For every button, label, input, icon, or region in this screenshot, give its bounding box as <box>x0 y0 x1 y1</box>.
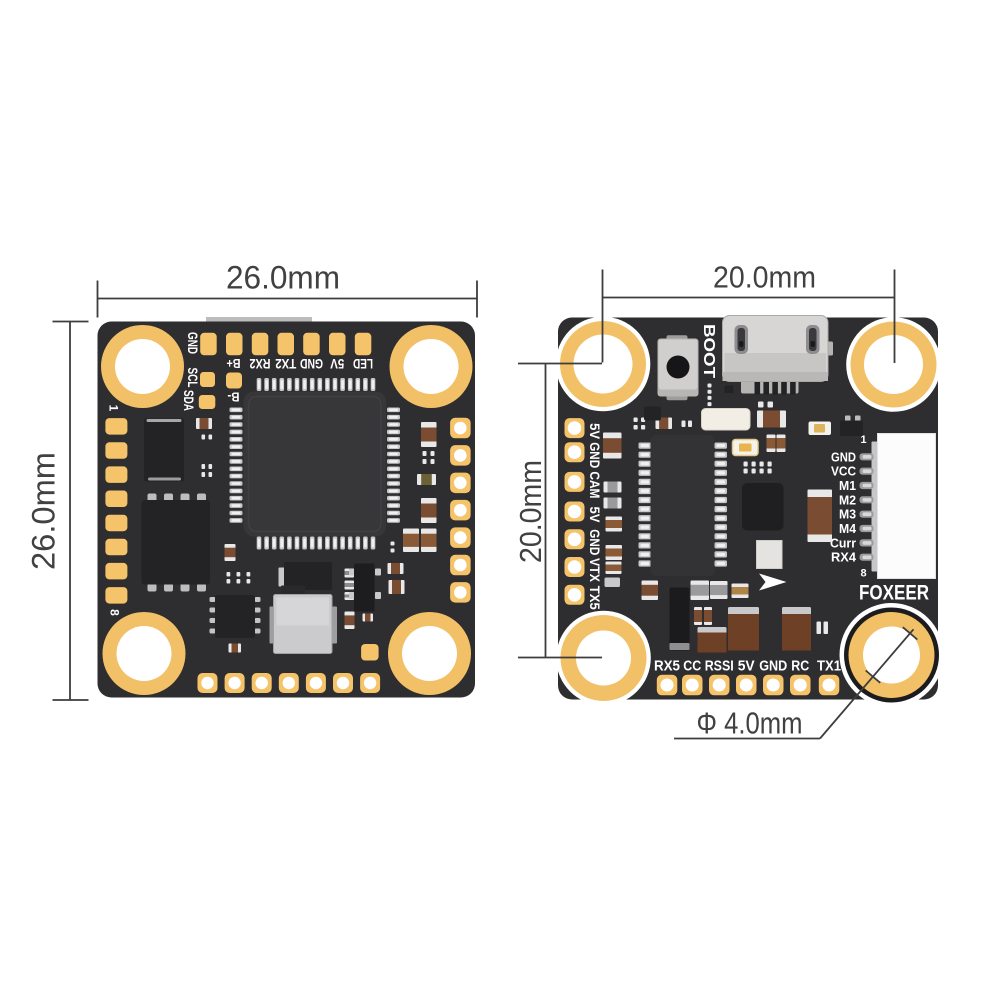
svg-text:LED: LED <box>353 356 373 371</box>
svg-text:5V: 5V <box>330 356 344 371</box>
svg-text:GND: GND <box>300 356 323 371</box>
svg-text:8: 8 <box>860 568 866 580</box>
svg-text:TX1: TX1 <box>817 659 841 675</box>
svg-text:M2: M2 <box>839 492 856 507</box>
svg-text:CAM: CAM <box>587 471 602 498</box>
svg-text:5V: 5V <box>587 507 602 523</box>
svg-text:RX5: RX5 <box>654 659 680 675</box>
svg-text:26.0mm: 26.0mm <box>26 452 62 570</box>
svg-text:RX2: RX2 <box>250 356 271 371</box>
svg-text:M4: M4 <box>839 521 857 536</box>
svg-text:5V: 5V <box>738 659 755 675</box>
svg-text:GND: GND <box>587 529 602 555</box>
svg-text:B+: B+ <box>226 356 240 371</box>
svg-text:FOXEER: FOXEER <box>859 581 929 605</box>
svg-text:Curr: Curr <box>830 535 856 550</box>
svg-text:26.0mm: 26.0mm <box>226 260 340 296</box>
svg-text:RSSI: RSSI <box>705 659 734 675</box>
svg-text:TX5: TX5 <box>587 586 602 610</box>
svg-text:5V: 5V <box>587 423 602 439</box>
svg-text:RX4: RX4 <box>831 550 857 565</box>
svg-text:Φ 4.0mm: Φ 4.0mm <box>697 706 803 741</box>
svg-text:20.0mm: 20.0mm <box>513 460 548 563</box>
svg-text:RC: RC <box>791 659 809 675</box>
svg-text:1: 1 <box>107 405 121 412</box>
svg-text:20.0mm: 20.0mm <box>713 260 816 295</box>
svg-text:M3: M3 <box>839 507 856 522</box>
svg-text:GND: GND <box>587 442 602 468</box>
svg-text:B-: B- <box>228 390 240 404</box>
svg-text:VCC: VCC <box>831 464 857 479</box>
svg-text:BOOT: BOOT <box>700 324 717 378</box>
svg-text:GND: GND <box>759 659 787 675</box>
svg-text:GND: GND <box>185 332 200 354</box>
svg-text:GND: GND <box>831 449 856 464</box>
svg-text:M1: M1 <box>839 478 856 493</box>
svg-text:1: 1 <box>860 434 866 446</box>
svg-text:VTX: VTX <box>587 558 602 582</box>
svg-text:CC: CC <box>683 659 701 675</box>
svg-text:TX2: TX2 <box>275 356 296 371</box>
svg-text:8: 8 <box>108 609 122 616</box>
svg-text:SCL: SCL <box>185 368 200 388</box>
svg-text:SDA: SDA <box>181 390 196 411</box>
